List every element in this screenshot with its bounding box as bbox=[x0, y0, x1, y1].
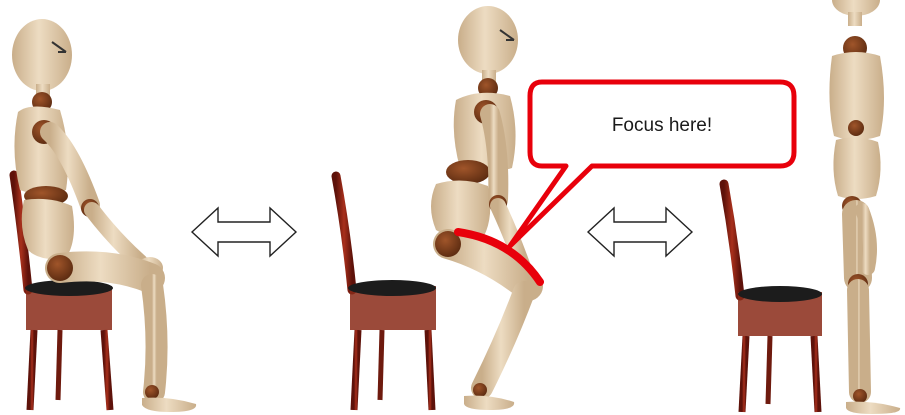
chair-middle bbox=[331, 171, 436, 411]
squatting-mannequin-icon bbox=[431, 6, 544, 410]
chair-right bbox=[719, 179, 822, 413]
callout-bubble: Focus here! bbox=[507, 79, 797, 249]
chair-left bbox=[9, 170, 114, 411]
quadriceps-highlight bbox=[454, 228, 544, 286]
seated-mannequin-icon bbox=[12, 19, 197, 412]
standing-mannequin-icon bbox=[829, 0, 901, 414]
double-arrow-icon bbox=[190, 206, 298, 258]
double-arrow-icon bbox=[586, 206, 694, 258]
callout-text: Focus here! bbox=[612, 115, 712, 136]
